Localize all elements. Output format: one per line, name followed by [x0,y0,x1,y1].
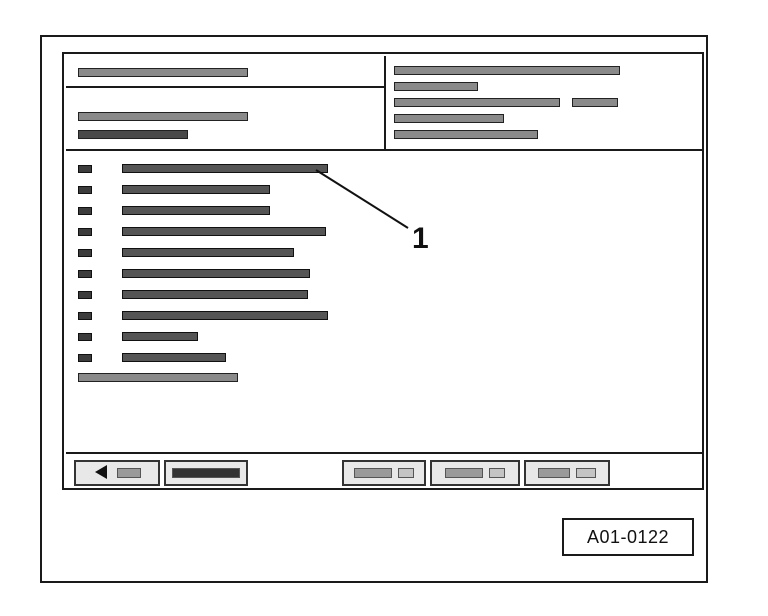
item-text [122,290,308,299]
item-text [122,227,326,236]
item-text [122,332,198,341]
info-line-2 [394,82,478,91]
info-line-3a [394,98,560,107]
toolbar-button-4[interactable] [430,460,520,486]
figure-id-label: A01-0122 [562,518,694,556]
header-title-text [78,68,248,77]
info-line-4 [394,114,504,123]
item-text [122,311,328,320]
item-text [122,353,226,362]
list-footer-text [78,373,238,382]
toolbar-button-5[interactable] [524,460,610,486]
item-text [122,206,270,215]
header-left-panel [66,56,386,149]
toolbar-button-3[interactable] [342,460,426,486]
header-line-1 [78,112,248,121]
item-code [78,354,92,362]
item-text [122,269,310,278]
back-button[interactable] [74,460,160,486]
left-arrow-icon [93,464,111,483]
header-separator [66,149,702,151]
fault-list [66,153,702,453]
item-code [78,165,92,173]
item-text [122,248,294,257]
info-line-3b [572,98,618,107]
item-text [122,164,328,173]
header-title-row [66,56,384,88]
toolbar-button-2[interactable] [164,460,248,486]
item-code [78,270,92,278]
item-code [78,249,92,257]
item-code [78,291,92,299]
item-code [78,228,92,236]
header-right-panel [386,56,702,149]
item-code [78,186,92,194]
info-line-5 [394,130,538,139]
diagnostic-screen [62,52,704,490]
info-line-1 [394,66,620,75]
bottom-toolbar [66,452,702,488]
item-code [78,207,92,215]
item-text [122,185,270,194]
callout-number: 1 [412,222,429,255]
item-code [78,333,92,341]
item-code [78,312,92,320]
header-line-2 [78,130,188,139]
